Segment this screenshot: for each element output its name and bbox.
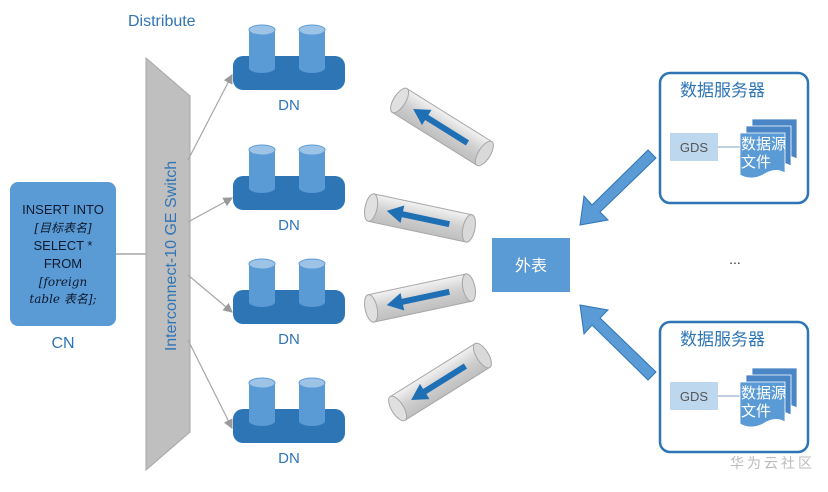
database-cylinder-icon: [248, 258, 276, 307]
sql-line: FROM: [44, 256, 82, 271]
sql-line: [foreign: [39, 275, 87, 289]
dn-label: DN: [278, 331, 300, 348]
watermark: 华为云社区: [730, 455, 815, 471]
database-cylinder-icon: [298, 144, 326, 193]
cn-label: CN: [51, 335, 74, 352]
server-title: 数据服务器: [680, 330, 765, 349]
data-flow-pipe: [390, 87, 494, 167]
data-file-stack-icon: [739, 118, 798, 179]
file-label: 文件: [741, 154, 771, 171]
server-title: 数据服务器: [680, 81, 765, 100]
flow-arrow-icon: [386, 288, 450, 311]
flow-arrow-icon: [386, 205, 450, 228]
dn-label: DN: [278, 97, 300, 114]
gds-label: GDS: [680, 140, 709, 155]
gds-box: [670, 382, 718, 410]
more-servers-ellipsis: ...: [729, 251, 741, 267]
dn-label: DN: [278, 217, 300, 234]
sql-line: [目标表名]: [34, 221, 92, 235]
data-flow-pipe: [388, 342, 492, 422]
switch-dn-links: [187, 73, 234, 430]
data-flow-pipe: [364, 193, 476, 243]
database-cylinder-icon: [298, 258, 326, 307]
database-cylinder-icon: [298, 24, 326, 73]
data-flow-pipe: [364, 273, 476, 323]
sql-line: INSERT INTO: [22, 202, 104, 217]
cn-node: INSERT INTO [目标表名] SELECT * FROM [foreig…: [10, 182, 116, 326]
server-to-table-arrow: [579, 304, 657, 381]
dn-node: [233, 24, 345, 90]
file-label: 文件: [741, 403, 771, 420]
gds-label: GDS: [680, 389, 709, 404]
dn-node: [233, 258, 345, 324]
database-cylinder-icon: [248, 377, 276, 426]
foreign-table-box: [492, 238, 570, 292]
gds-box: [670, 133, 718, 161]
database-cylinder-icon: [248, 144, 276, 193]
data-file-stack-icon: [739, 367, 798, 428]
foreign-table-label: 外表: [515, 257, 547, 275]
dn-node: [233, 377, 345, 443]
switch: [145, 56, 191, 472]
dn-label: DN: [278, 450, 300, 467]
dn-node: [233, 144, 345, 210]
distribute-label: Distribute: [128, 13, 196, 30]
file-label: 数据源: [741, 385, 786, 402]
flow-arrow-icon: [413, 108, 470, 146]
sql-line: table 表名];: [29, 292, 96, 306]
sql-line: SELECT *: [33, 238, 92, 253]
flow-arrow-icon: [411, 363, 468, 401]
server-to-table-arrow: [579, 149, 657, 226]
database-cylinder-icon: [248, 24, 276, 73]
database-cylinder-icon: [298, 377, 326, 426]
switch-label: Interconnect-10 GE Switch: [163, 161, 180, 351]
file-label: 数据源: [741, 136, 786, 153]
